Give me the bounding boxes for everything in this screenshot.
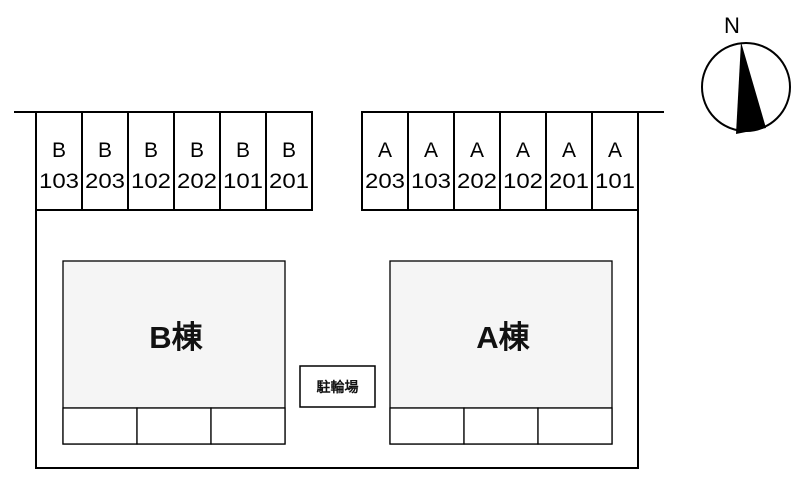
parking-stall-number: 103 (39, 170, 79, 193)
bike-parking-label: 駐輪場 (317, 379, 359, 396)
parking-stall-number: 203 (365, 170, 405, 193)
parking-stall-b201: B 201 (265, 111, 313, 211)
parking-stall-box (265, 111, 313, 211)
parking-stall-letter: A (470, 139, 484, 162)
parking-stall-b103: B 103 (35, 111, 83, 211)
parking-stall-number: 102 (131, 170, 171, 193)
parking-stall-number: 103 (411, 170, 451, 193)
parking-stall-a101: A 101 (591, 111, 639, 211)
parking-stall-b102: B 102 (127, 111, 175, 211)
building-a-balcony-3 (537, 407, 613, 445)
parking-stall-letter: A (378, 139, 392, 162)
parking-stall-number: 102 (503, 170, 543, 193)
parking-stall-letter: A (562, 139, 576, 162)
parking-stall-number: 202 (177, 170, 217, 193)
parking-stall-letter: B (190, 139, 204, 162)
parking-stall-number: 201 (269, 170, 309, 193)
compass-needle-icon (736, 42, 766, 134)
compass-north-label: N (724, 13, 740, 38)
bike-parking (299, 365, 376, 408)
parking-stall-a202: A 202 (453, 111, 501, 211)
parking-stall-a102: A 102 (499, 111, 547, 211)
parking-stall-letter: B (236, 139, 250, 162)
parking-stall-letter: B (98, 139, 112, 162)
building-b-balcony-2 (136, 407, 212, 445)
parking-group-b: B 103 B 203 B 102 B 202 B 101 B 201 (35, 111, 313, 211)
parking-group-a: A 203 A 103 A 202 A 102 A 201 A 101 (361, 111, 639, 211)
parking-stall-letter: A (424, 139, 438, 162)
building-a-balcony-1 (389, 407, 465, 445)
parking-stall-letter: A (608, 139, 622, 162)
building-b-label: B棟 (149, 320, 203, 355)
parking-stall-letter: B (282, 139, 296, 162)
parking-stall-a203: A 203 (361, 111, 409, 211)
site-outline (35, 112, 639, 469)
parking-stall-letter: A (516, 139, 530, 162)
compass: N (701, 13, 791, 134)
parking-stall-letter: B (144, 139, 158, 162)
parking-stall-a103: A 103 (407, 111, 455, 211)
parking-stall-box (453, 111, 501, 211)
parking-stall-letter: B (52, 139, 66, 162)
parking-stall-a201: A 201 (545, 111, 593, 211)
building-b-balcony-3 (210, 407, 286, 445)
parking-stall-box (127, 111, 175, 211)
parking-stall-b202: B 202 (173, 111, 221, 211)
parking-stall-box (591, 111, 639, 211)
parking-stall-number: 201 (549, 170, 589, 193)
parking-stall-number: 101 (595, 170, 635, 193)
parking-stall-box (219, 111, 267, 211)
parking-stall-number: 203 (85, 170, 125, 193)
parking-stall-b203: B 203 (81, 111, 129, 211)
building-b-balcony-1 (62, 407, 138, 445)
parking-stall-number: 202 (457, 170, 497, 193)
parking-stall-number: 101 (223, 170, 263, 193)
parking-stall-box (361, 111, 409, 211)
building-a-balcony-2 (463, 407, 539, 445)
building-a-label: A棟 (476, 320, 530, 355)
parking-stall-box (545, 111, 593, 211)
parking-stall-b101: B 101 (219, 111, 267, 211)
